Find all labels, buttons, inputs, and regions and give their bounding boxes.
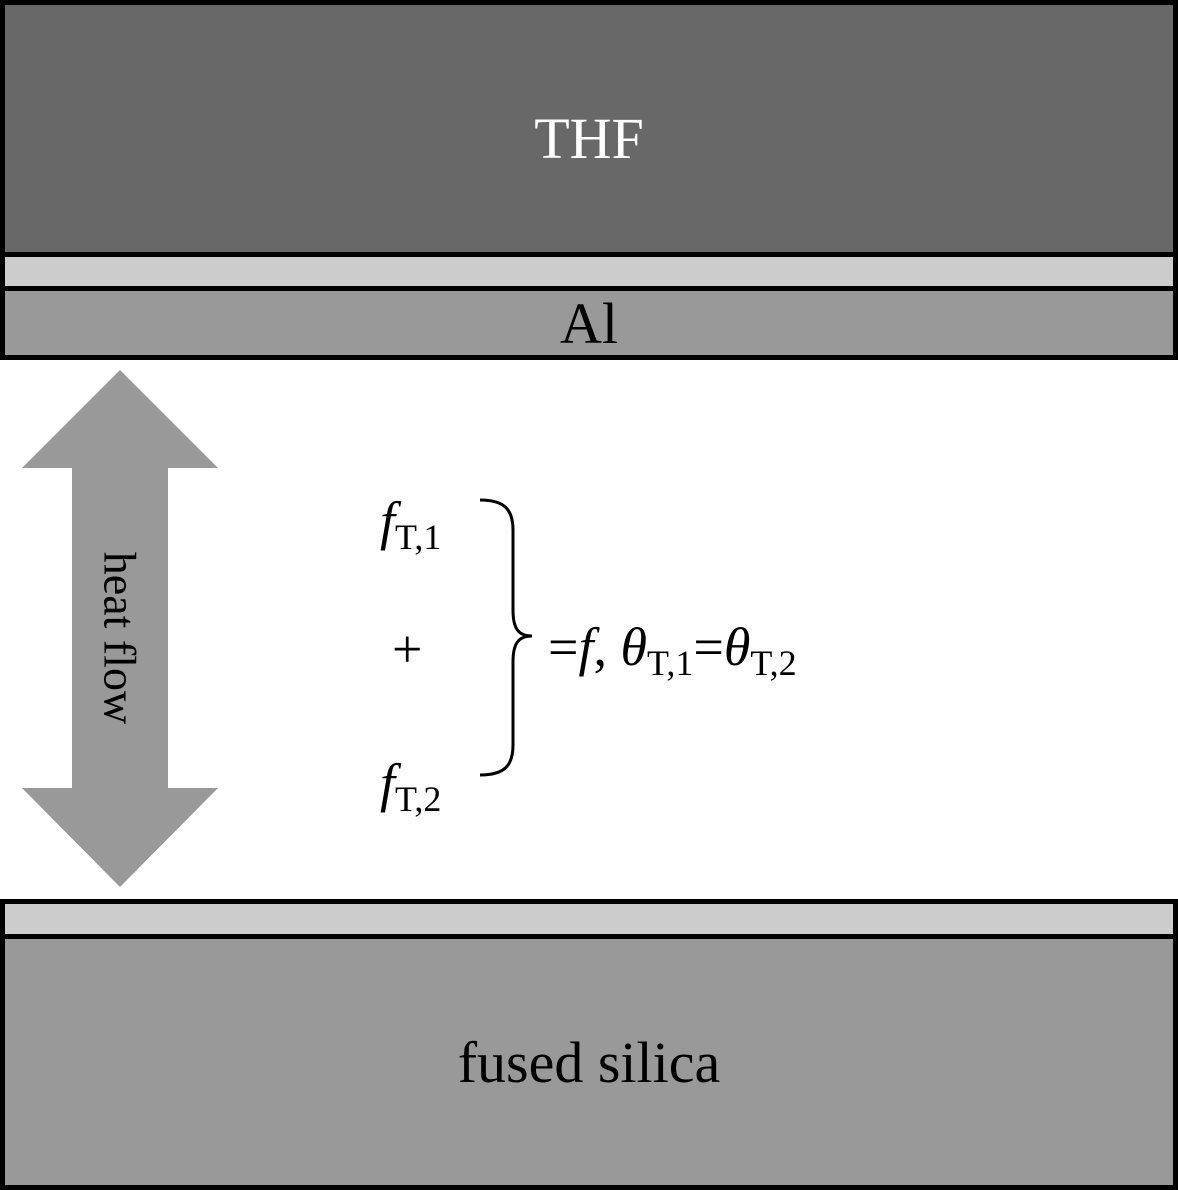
f-t1-term: fT,1 xyxy=(380,491,442,557)
al-label: Al xyxy=(560,290,618,356)
curly-brace xyxy=(479,498,533,777)
thf-label: THF xyxy=(534,106,644,171)
bottom-interface-layer xyxy=(0,899,1178,939)
f-t2-term: fT,2 xyxy=(380,753,442,819)
double-arrow-icon xyxy=(22,370,218,887)
heat-flow-label: heat flow xyxy=(94,551,146,725)
al-layer: Al xyxy=(0,286,1178,360)
thf-layer: THF xyxy=(0,0,1178,257)
fused-silica-label: fused silica xyxy=(457,1029,721,1095)
plus-sign: + xyxy=(392,619,423,679)
equation-result: =f, θT,1=θT,2 xyxy=(548,617,797,683)
fused-silica-layer: fused silica xyxy=(0,934,1178,1190)
